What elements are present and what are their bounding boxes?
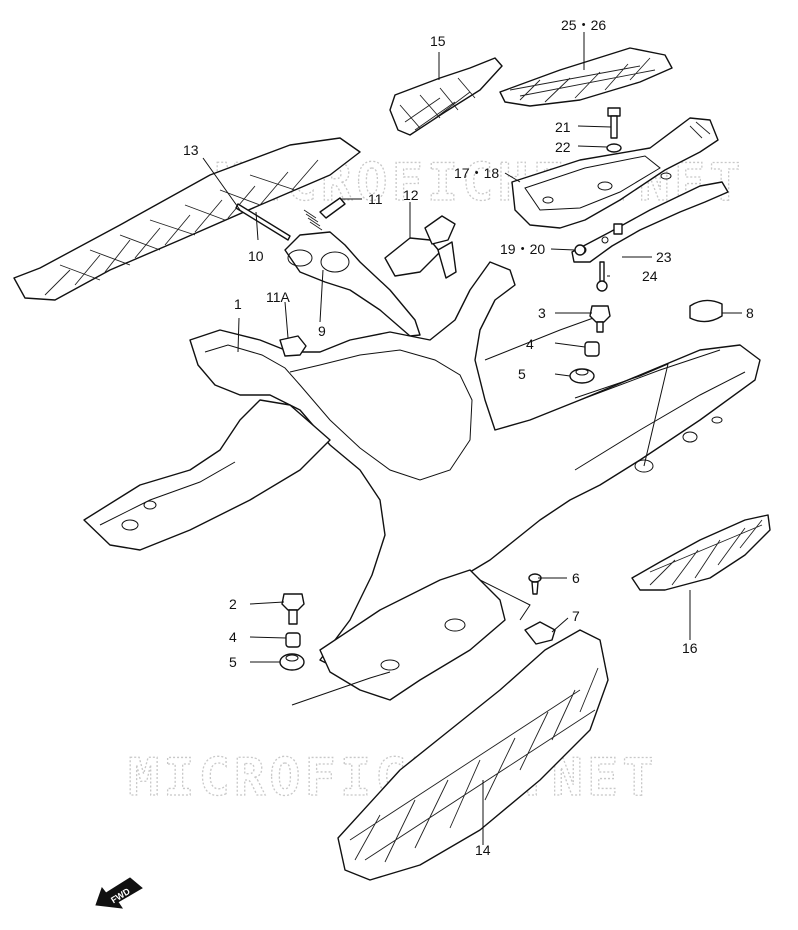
callout-6: 6 [572, 570, 580, 586]
callout-5-left: 5 [229, 654, 237, 670]
callout-labels: 1 2 3 4 4 5 5 6 7 8 9 10 11 11A 12 13 14… [183, 17, 754, 858]
callout-11: 11 [368, 191, 383, 207]
callout-4-left: 4 [229, 629, 237, 645]
callout-21: 21 [555, 119, 571, 135]
callout-13: 13 [183, 142, 199, 158]
callout-23: 23 [656, 249, 672, 265]
callout-14: 14 [475, 842, 491, 858]
callout-19-20: 19・20 [500, 241, 545, 257]
callout-4-right: 4 [526, 336, 534, 352]
callout-17-18: 17・18 [454, 165, 499, 181]
part-17-18-footrest [511, 117, 719, 229]
part-13-floor-mat-left [13, 137, 361, 301]
part-2-4-5-left-stack [279, 593, 305, 671]
part-25-26-step-pad [499, 47, 673, 107]
callout-5-right: 5 [518, 366, 526, 382]
part-9-latch [284, 231, 421, 337]
part-7-clip [524, 621, 556, 645]
callout-22: 22 [555, 139, 571, 155]
part-14-floor-mat-right [337, 629, 609, 881]
callout-1: 1 [234, 296, 242, 312]
part-15-cover [389, 57, 503, 136]
callout-8: 8 [746, 305, 754, 321]
callout-16: 16 [682, 640, 698, 656]
part-16-pad [631, 514, 771, 591]
callout-24: 24 [642, 268, 658, 284]
part-10-rod [235, 203, 291, 241]
part-6-screw [528, 573, 542, 595]
callout-3: 3 [538, 305, 546, 321]
part-21-22-bolt-washer [606, 107, 622, 153]
callout-11a: 11A [266, 289, 291, 305]
part-12-key-lock [384, 215, 457, 279]
part-11-spring [303, 197, 346, 231]
part-8-plug [689, 299, 723, 323]
part-11a-cap [279, 335, 307, 357]
fwd-arrow-icon: FWD [95, 877, 143, 909]
callout-2: 2 [229, 596, 237, 612]
part-bracket-arm [571, 181, 729, 292]
callout-9: 9 [318, 323, 326, 339]
callout-15: 15 [430, 33, 446, 49]
leader-lines [202, 32, 742, 845]
callout-25-26: 25・26 [561, 17, 606, 33]
part-3-4-5-right-stack [569, 305, 611, 384]
part-1-main-frame [83, 261, 761, 701]
callout-12: 12 [403, 187, 419, 203]
callout-7: 7 [572, 608, 580, 624]
callout-10: 10 [248, 248, 264, 264]
